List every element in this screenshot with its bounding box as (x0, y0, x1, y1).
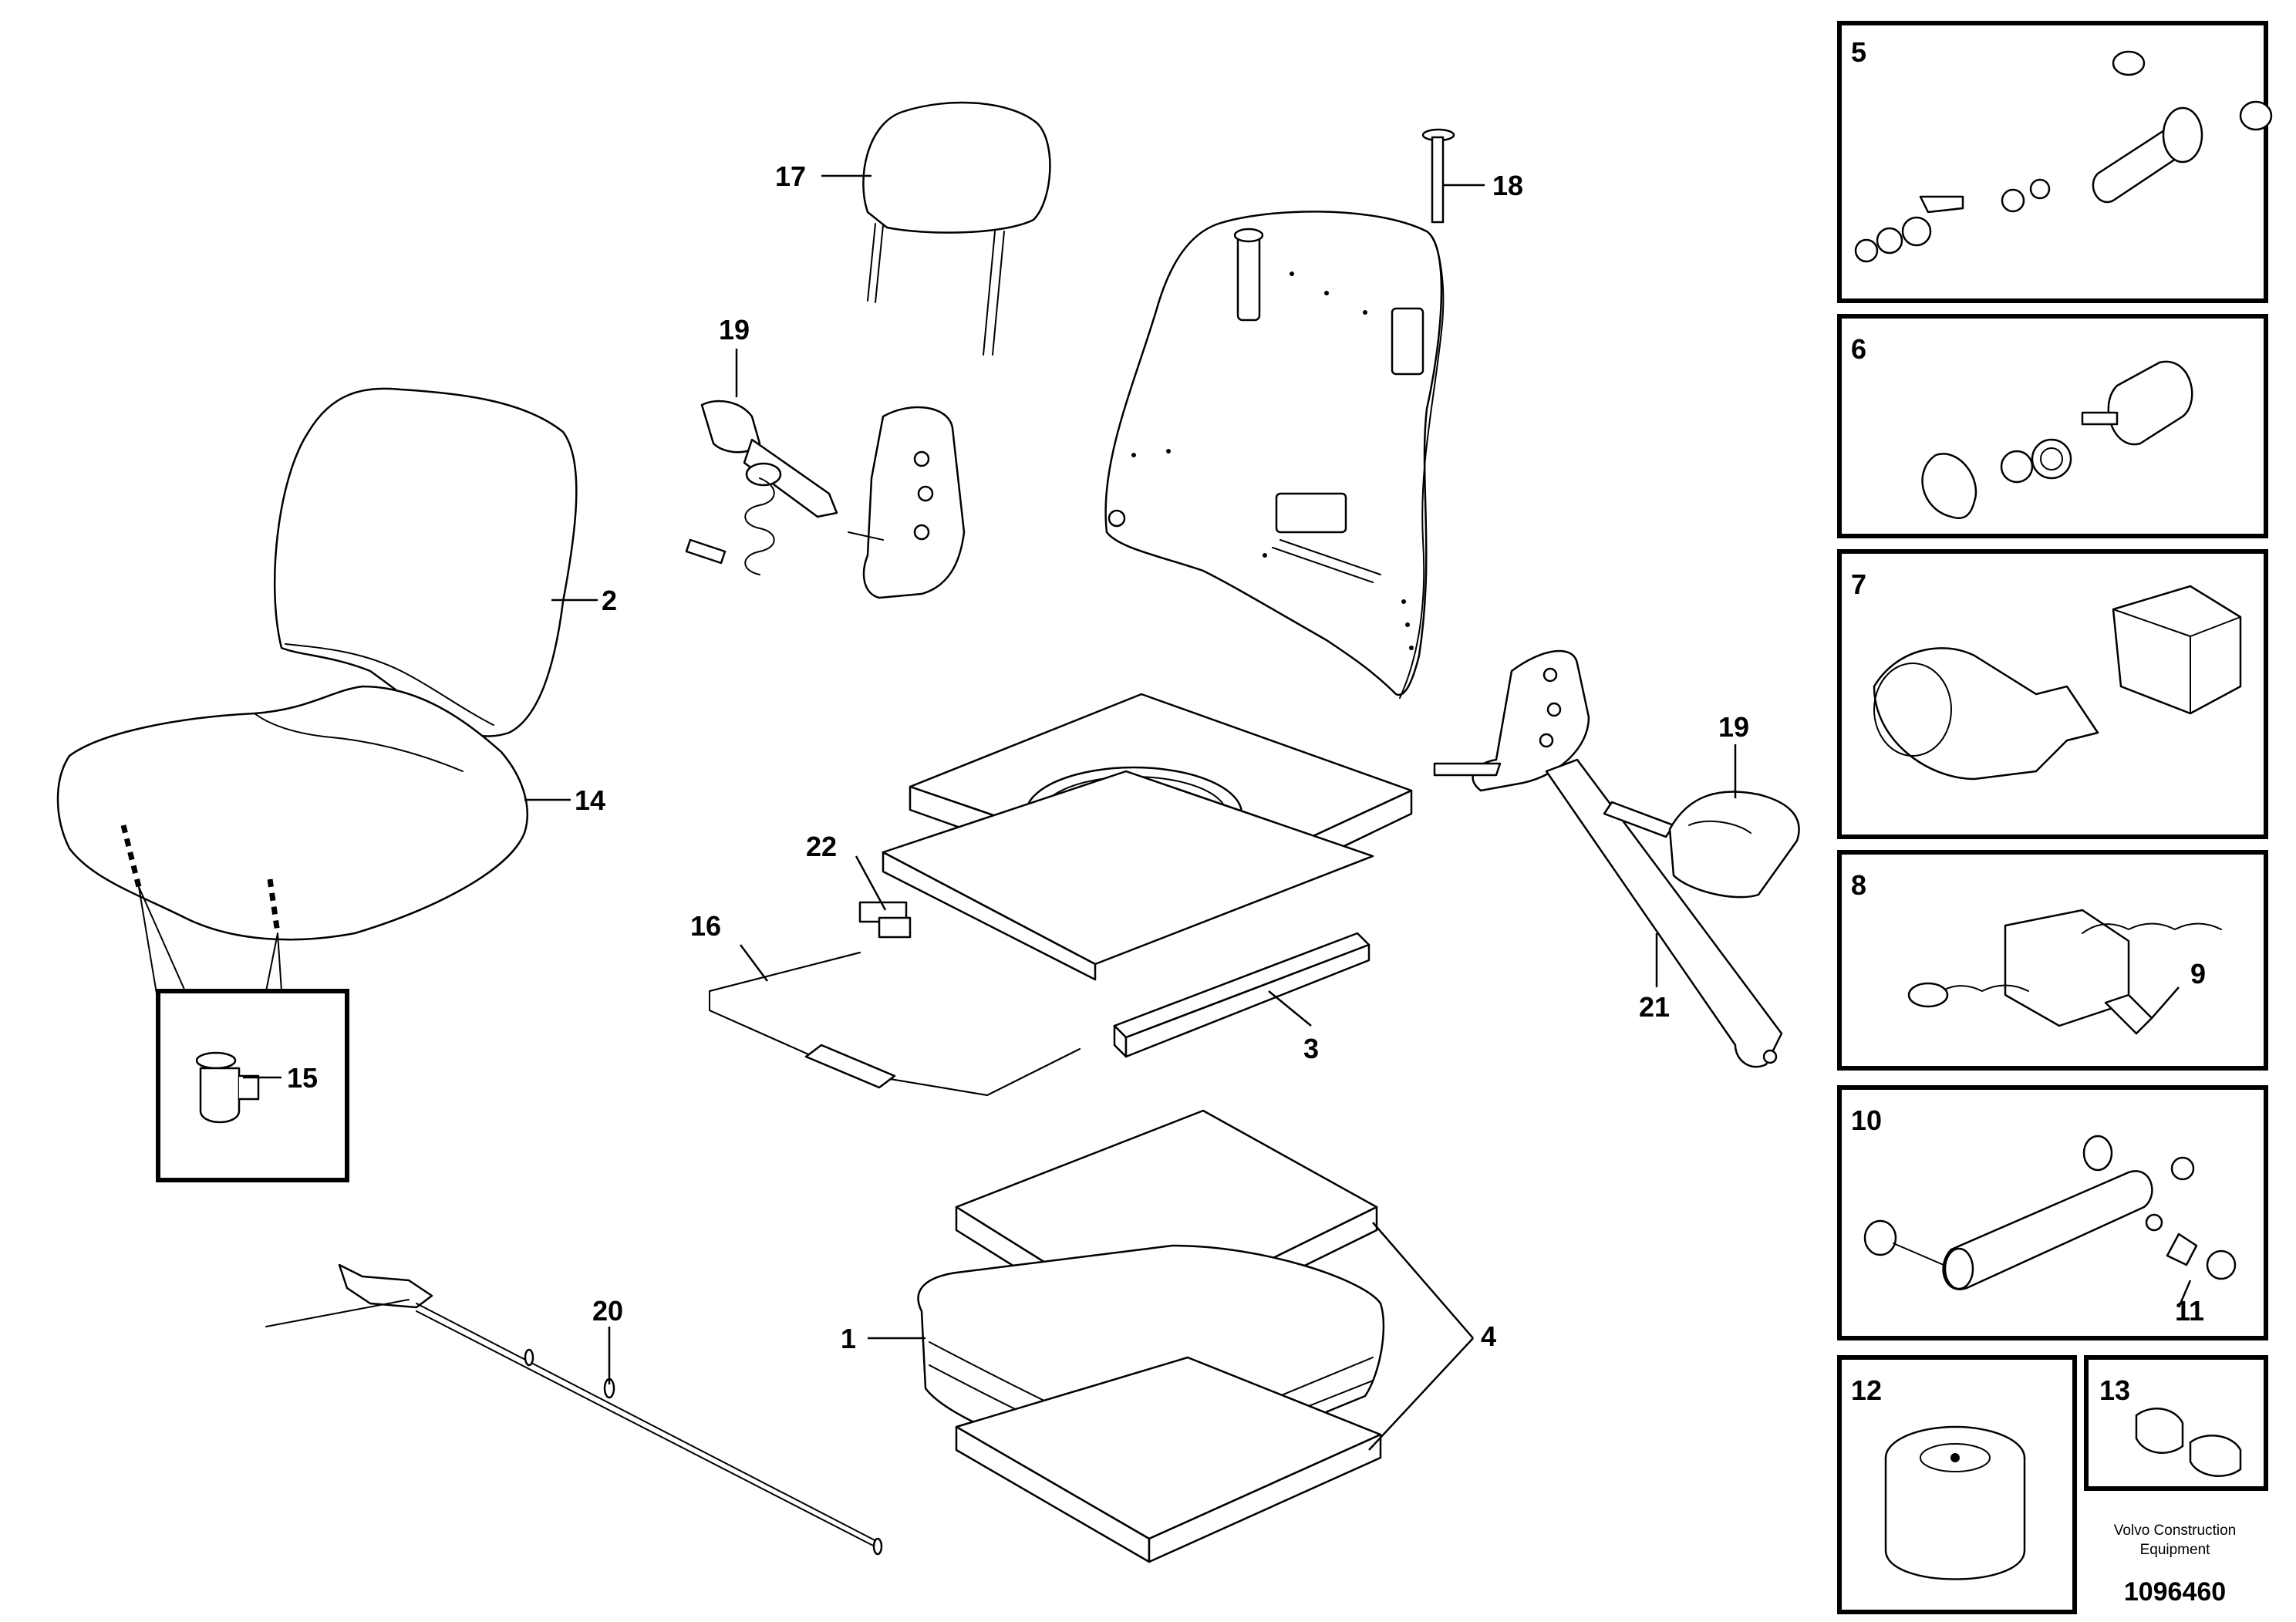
seatbelt-retractor-part (685, 400, 966, 599)
detail-box-7-label: 7 (1851, 568, 1866, 600)
callout-20: 20 (592, 1295, 623, 1327)
lever-spring-part (1907, 909, 2222, 1035)
slide-rail-part (1113, 932, 1371, 1058)
callout-15: 15 (287, 1062, 318, 1094)
backrest-frame-part (1104, 128, 1455, 699)
callout-11: 11 (2175, 1295, 2204, 1327)
lubricant-part (1873, 585, 2242, 781)
detail-box-6-label: 6 (1851, 333, 1866, 365)
brand-line-2: Equipment (2140, 1542, 2211, 1558)
seat-suspension-part (917, 1109, 1385, 1563)
damper-part (1863, 1135, 2237, 1290)
seat-switch-part (195, 1051, 260, 1124)
callout-22: 22 (806, 831, 837, 862)
callout-19-right: 19 (1718, 711, 1749, 743)
callout-3: 3 (1303, 1033, 1319, 1064)
detail-box-5 (1837, 21, 2268, 303)
headrest-part (862, 101, 1051, 356)
callout-9: 9 (2190, 958, 2206, 990)
detail-box-8-label: 8 (1851, 869, 1866, 901)
callout-17: 17 (775, 160, 806, 192)
backrest-cushion-part (273, 387, 578, 737)
callout-1: 1 (841, 1323, 856, 1354)
callout-14: 14 (575, 784, 605, 816)
callout-21: 21 (1639, 991, 1670, 1023)
detail-box-10-label: 10 (1851, 1104, 1882, 1136)
gas-spring-part (1854, 50, 2273, 263)
adjustment-handle-part (709, 952, 1081, 1096)
callout-16: 16 (690, 910, 721, 942)
callout-18: 18 (1492, 170, 1523, 201)
bushing-part (2135, 1408, 2242, 1477)
detail-box-5-label: 5 (1851, 36, 1866, 68)
brand-line-1: Volvo Construction (2114, 1523, 2236, 1539)
adjuster-knob-part (1921, 360, 2193, 520)
callout-19-top: 19 (719, 314, 750, 346)
detail-box-12-label: 12 (1851, 1374, 1882, 1406)
callout-4: 4 (1481, 1320, 1496, 1352)
document-number: 1096460 (2124, 1577, 2226, 1607)
detail-box-6 (1837, 314, 2268, 538)
seat-cushion-part (56, 685, 528, 941)
belt-anchor-part (1433, 649, 1800, 1068)
swivel-plate-part (858, 693, 1413, 981)
callout-2: 2 (602, 585, 617, 616)
control-cable-part (265, 1263, 883, 1556)
detail-box-13-label: 13 (2099, 1374, 2130, 1406)
filter-can-part (1884, 1425, 2026, 1580)
